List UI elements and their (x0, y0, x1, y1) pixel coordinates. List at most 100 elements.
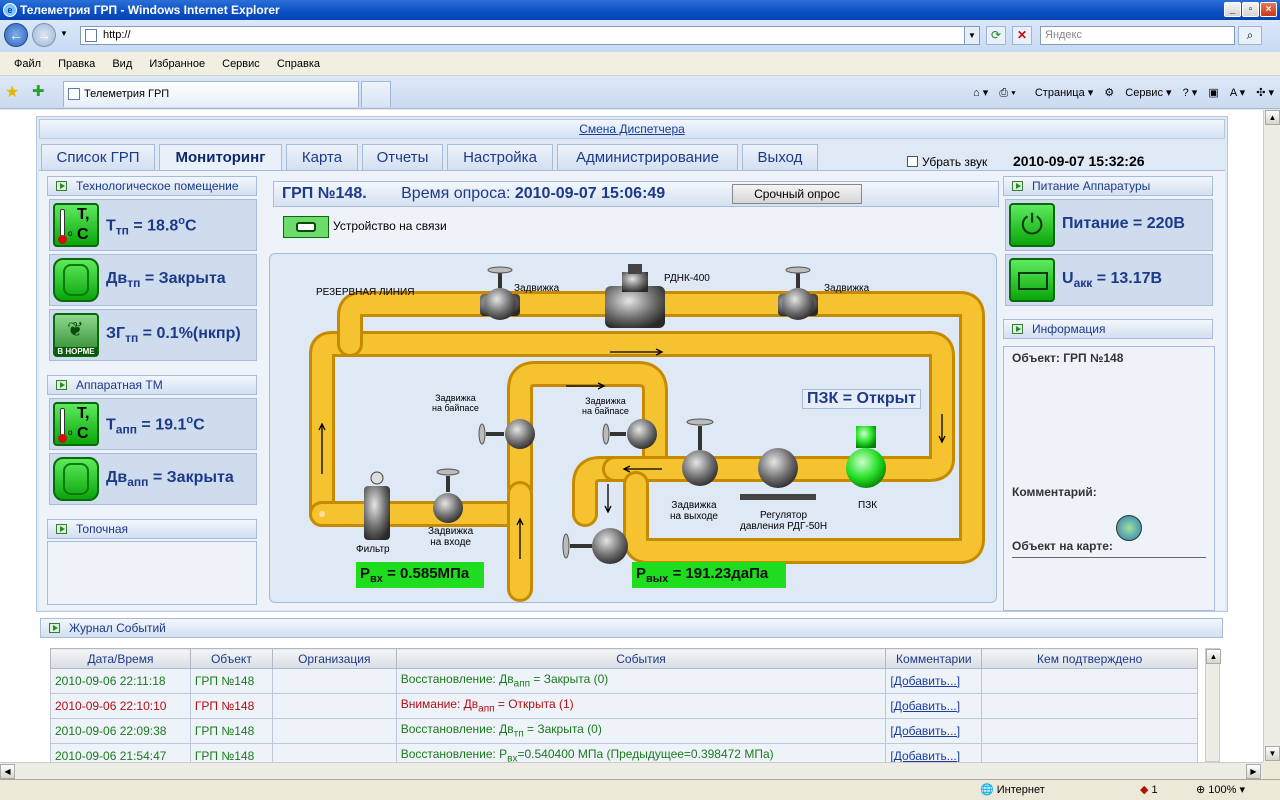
history-dropdown-icon[interactable]: ▼ (60, 29, 68, 38)
column-header[interactable]: Комментарии (885, 648, 983, 669)
stop-icon[interactable]: ✕ (1012, 26, 1032, 45)
add-comment-link[interactable]: [Добавить...] (890, 699, 961, 713)
valve-label: Задвижка (824, 283, 870, 294)
tools-menu[interactable]: ⚙ Сервис ▾ (1104, 87, 1172, 99)
event-table: Дата/Время Объект Организация События Ко… (50, 648, 1198, 762)
address-bar: ← → ▼ http:// ▼ ⟳ ✕ Яндекс ⌕ (0, 20, 1280, 52)
equip-room-door-tile: Двапп = Закрыта (49, 453, 257, 505)
tab-monitoring[interactable]: Мониторинг (159, 144, 282, 170)
poll-time: Время опроса: 2010-09-07 15:06:49 (401, 185, 666, 202)
menu-favorites[interactable]: Избранное (149, 58, 206, 70)
scroll-right-icon[interactable]: ▶ (1246, 764, 1261, 779)
mute-sound-checkbox[interactable]: Убрать звук (907, 155, 987, 169)
urgent-poll-button[interactable]: Срочный опрос (732, 184, 862, 204)
monitoring-area: Технологическое помещение T, C o Tтп = 1… (39, 170, 1225, 611)
reserve-line-label: РЕЗЕРВНАЯ ЛИНИЯ (316, 287, 415, 298)
scroll-up-icon[interactable]: ▲ (1206, 649, 1221, 664)
tab-bar: ★ ✚ Телеметрия ГРП ⌂ ▾ ⎙ ▾ Страница ▾ ⚙ … (0, 76, 1280, 109)
tab-exit[interactable]: Выход (742, 144, 818, 170)
add-comment-link[interactable]: [Добавить...] (890, 749, 961, 762)
close-button[interactable]: × (1260, 2, 1277, 17)
tab-grp-list[interactable]: Список ГРП (41, 144, 155, 170)
menu-view[interactable]: Вид (112, 58, 133, 70)
column-header[interactable]: Объект (189, 648, 273, 669)
new-tab-button[interactable] (361, 81, 391, 107)
protected-mode-icon[interactable]: ◆ 1 (1140, 784, 1158, 796)
url-input[interactable]: http:// ▼ (80, 26, 980, 45)
minimize-button[interactable]: _ (1224, 2, 1241, 17)
filter-label: Фильтр (356, 544, 390, 555)
translate-icon[interactable]: A ▾ (1229, 87, 1246, 99)
pzk-icon (846, 426, 886, 488)
current-time: 2010-09-07 15:32:26 (1013, 153, 1145, 169)
tech-room-header[interactable]: Технологическое помещение (47, 176, 257, 196)
info-comment: Комментарий: (1012, 485, 1097, 499)
page-vertical-scrollbar[interactable]: ▲ ▼ (1263, 110, 1280, 762)
table-row: 2010-09-06 22:09:38 ГРП №148 Восстановле… (50, 718, 1198, 744)
furnace-header[interactable]: Топочная (47, 519, 257, 539)
page-horizontal-scrollbar[interactable]: ◀ ▶ (0, 762, 1263, 779)
help-icon[interactable]: ? ▾ (1182, 87, 1198, 99)
add-favorite-icon[interactable]: ✚ (32, 83, 45, 100)
checkbox-icon (907, 156, 918, 167)
forward-button[interactable]: → (32, 23, 56, 47)
column-header[interactable]: Организация (271, 648, 397, 669)
globe-icon[interactable] (1116, 515, 1142, 541)
journal-scrollbar[interactable]: ▲ (1205, 648, 1221, 762)
tab-map[interactable]: Карта (286, 144, 358, 170)
change-dispatcher-link[interactable]: Смена Диспетчера (579, 122, 685, 136)
page-menu[interactable]: Страница ▾ (1034, 87, 1094, 99)
home-icon[interactable]: ⌂ ▾ (973, 87, 989, 99)
add-comment-link[interactable]: [Добавить...] (890, 724, 961, 738)
scroll-down-icon[interactable]: ▼ (1265, 746, 1280, 761)
menu-edit[interactable]: Правка (58, 58, 96, 70)
inlet-pressure: Pвх = 0.585МПа (356, 562, 484, 588)
rdnk-label: РДНК-400 (664, 273, 710, 284)
scroll-up-icon[interactable]: ▲ (1265, 110, 1280, 125)
equip-room-header[interactable]: Аппаратная ТМ (47, 375, 257, 395)
column-header[interactable]: Дата/Время (50, 648, 191, 669)
gas-sensor-icon: ❦ В НОРМЕ (53, 313, 99, 357)
zoom-level[interactable]: ⊕ 100% ▾ (1196, 784, 1245, 796)
door-icon (53, 457, 99, 501)
valve-icon (478, 419, 535, 449)
search-input[interactable]: Яндекс (1040, 26, 1235, 45)
column-header[interactable]: События (395, 648, 887, 669)
telemetry-app: Смена Диспетчера Список ГРП Мониторинг К… (36, 116, 1228, 612)
maximize-button[interactable]: ▫ (1242, 2, 1259, 17)
thermometer-icon: T, C o (53, 402, 99, 446)
title-bar: e Телеметрия ГРП - Windows Internet Expl… (0, 0, 1280, 20)
menu-file[interactable]: Файл (14, 58, 42, 70)
regulator-icon (740, 448, 816, 500)
back-button[interactable]: ← (4, 23, 28, 47)
refresh-icon[interactable]: ⟳ (986, 26, 1006, 45)
equip-room-temp-value: Tапп = 19.1oC (106, 414, 205, 437)
tab-administration[interactable]: Администрирование (557, 144, 738, 170)
add-comment-link[interactable]: [Добавить...] (890, 674, 961, 688)
table-row: 2010-09-06 21:54:47 ГРП №148 Восстановле… (50, 743, 1198, 762)
valve-icon (433, 468, 463, 523)
browser-tab[interactable]: Телеметрия ГРП (63, 81, 359, 107)
table-row: 2010-09-06 22:10:10 ГРП №148 Внимание: Д… (50, 693, 1198, 719)
search-icon[interactable]: ⌕ (1238, 26, 1262, 45)
expand-arrow-icon (56, 380, 67, 390)
scroll-left-icon[interactable]: ◀ (0, 764, 15, 779)
url-dropdown-icon[interactable]: ▼ (964, 27, 979, 44)
info-panel: Объект: ГРП №148 Комментарий: Объект на … (1003, 346, 1215, 611)
menu-help[interactable]: Справка (276, 58, 321, 70)
print-icon[interactable]: ⎙ ▾ (999, 87, 1016, 99)
info-header[interactable]: Информация (1003, 319, 1213, 339)
tab-settings[interactable]: Настройка (447, 144, 553, 170)
filter-icon (364, 471, 390, 540)
research-icon[interactable]: ▣ (1208, 87, 1219, 99)
menu-tools[interactable]: Сервис (222, 58, 260, 70)
addons-icon[interactable]: ✣ ▾ (1256, 87, 1274, 99)
tab-reports[interactable]: Отчеты (362, 144, 443, 170)
favorites-star-icon[interactable]: ★ (5, 84, 20, 101)
journal-header[interactable]: Журнал Событий (40, 618, 1223, 638)
column-header[interactable]: Кем подтверждено (981, 648, 1198, 669)
power-header[interactable]: Питание Аппаратуры (1003, 176, 1213, 196)
